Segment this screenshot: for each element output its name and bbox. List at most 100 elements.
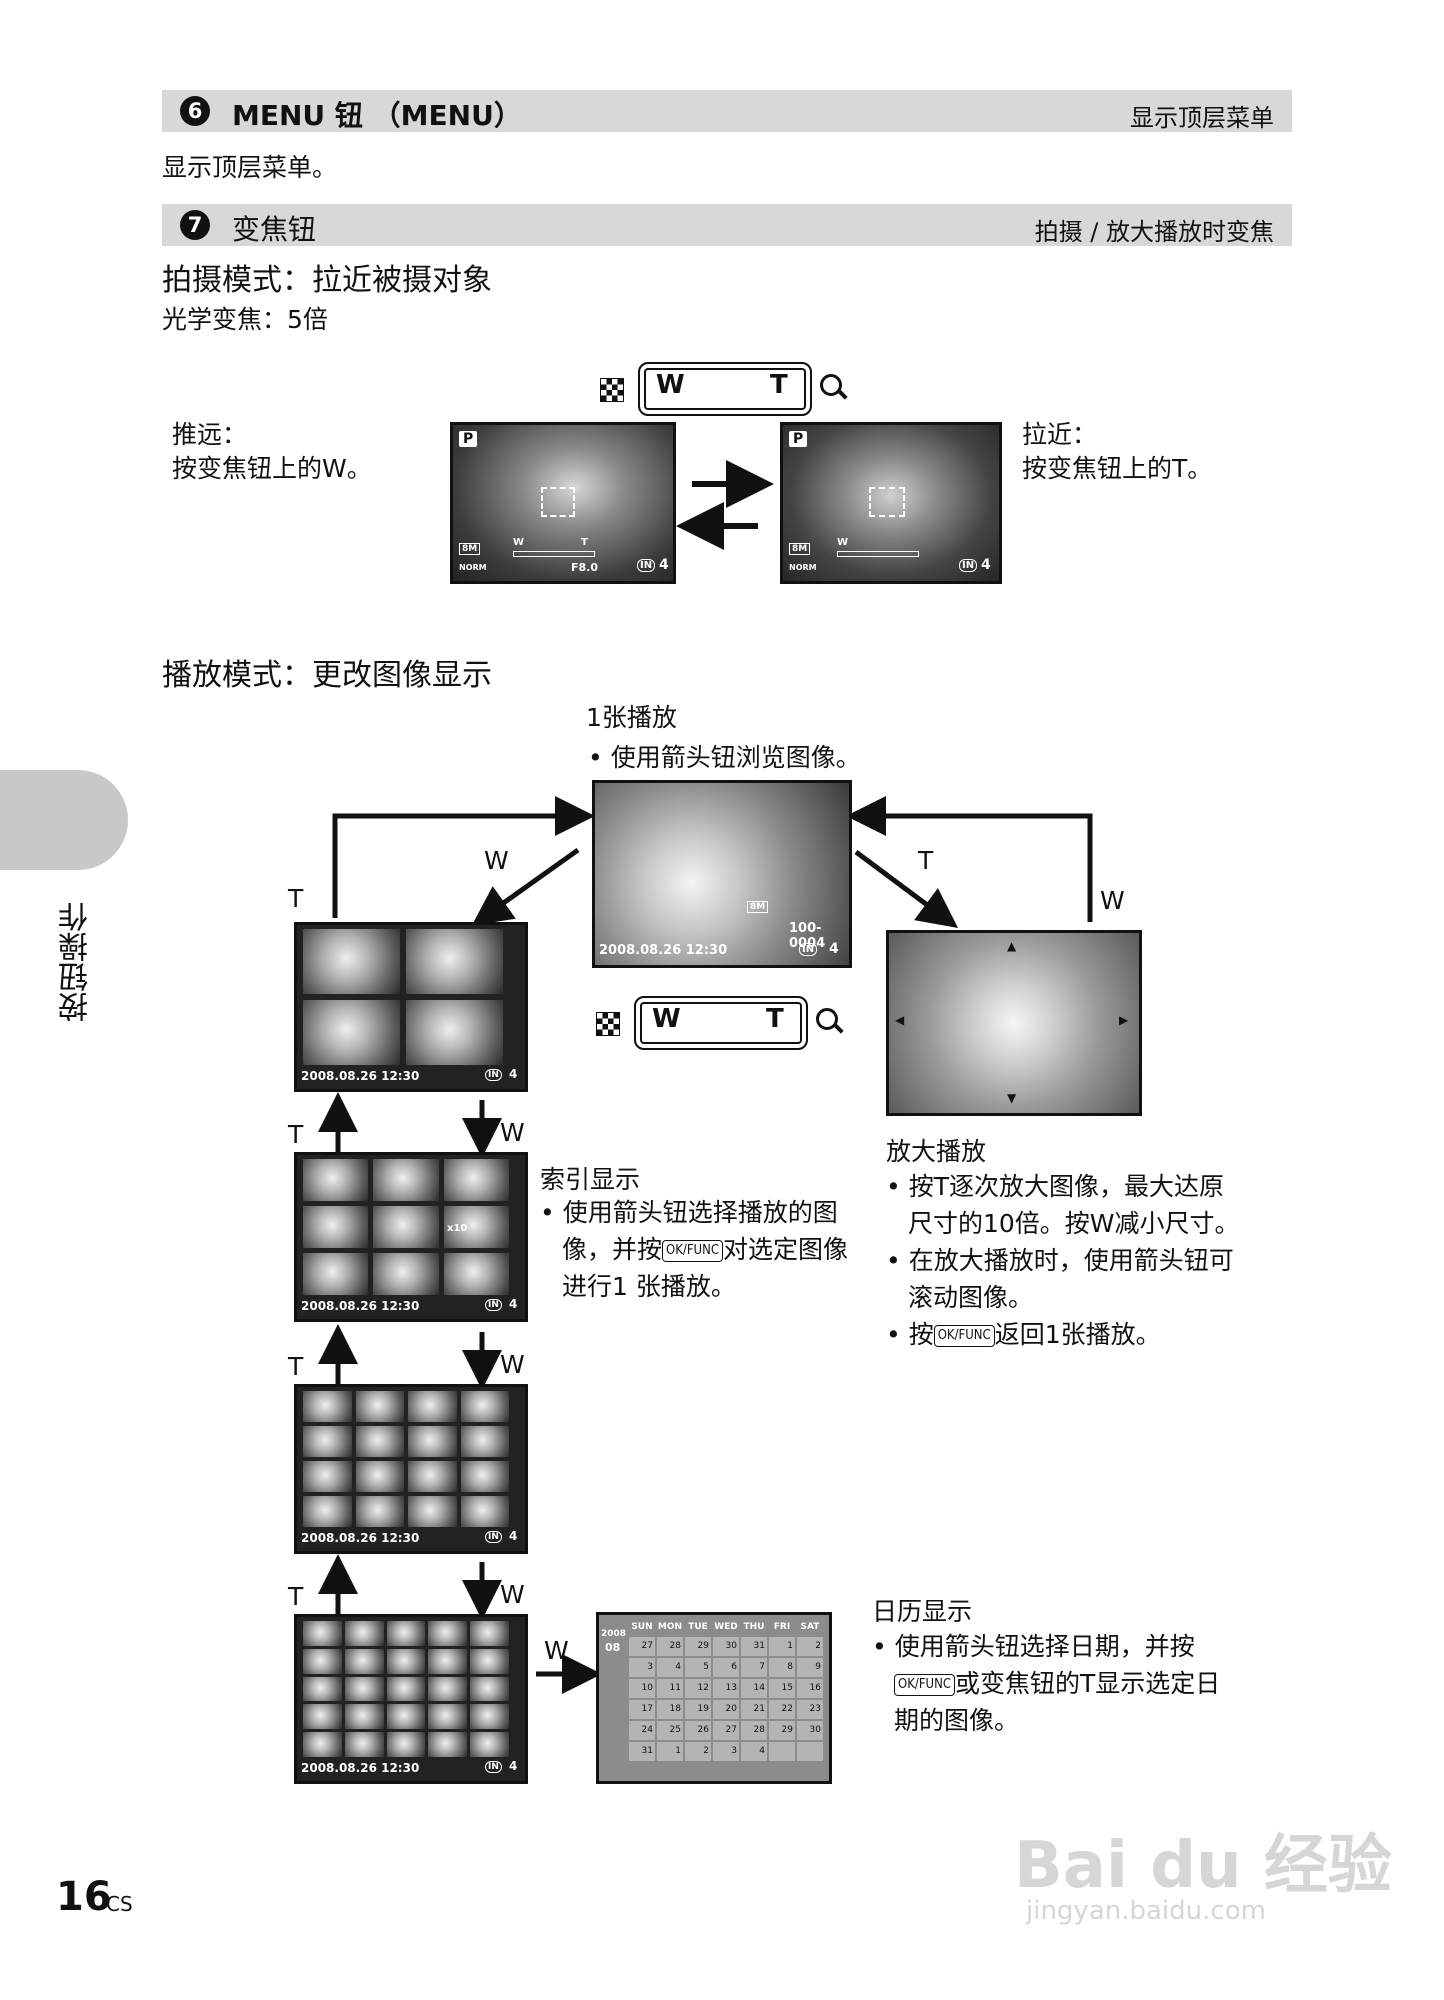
zoom-lever-diagram: W T [596,996,846,1050]
calendar-day-cell[interactable] [769,1742,795,1761]
calendar-day-cell[interactable]: 30 [713,1637,739,1656]
section-title: 变焦钮 [232,213,317,246]
zoom-w-label: W [656,370,685,400]
zoom-lever [638,362,812,416]
scroll-down-icon: ▼ [1007,1091,1017,1105]
zoom-in-label: 拉近： 按变焦钮上的T。 [1022,420,1213,483]
calendar-day-cell[interactable]: 28 [741,1721,767,1740]
calendar-day-cell[interactable]: 11 [657,1679,683,1698]
calendar-day-cell[interactable]: 4 [741,1742,767,1761]
calendar-day-cell[interactable]: 19 [685,1700,711,1719]
calendar-day-cell[interactable]: 2 [685,1742,711,1761]
calendar-day-cell[interactable]: 6 [713,1658,739,1677]
arrow-label-w: W [544,1636,569,1665]
calendar-day-cell[interactable]: 22 [769,1700,795,1719]
arrow-label-w: W [500,1350,525,1379]
section-summary: 显示顶层菜单 [1130,104,1274,132]
calendar-day-cell[interactable]: 14 [741,1679,767,1698]
calendar-day-cell[interactable]: 27 [713,1721,739,1740]
af-frame [541,487,575,517]
section-number: 7 [180,210,210,240]
section-7-bar: 7 变焦钮 拍摄 / 放大播放时变焦 [162,204,1292,246]
calendar-day-cell[interactable]: 23 [797,1700,823,1719]
wide-shot-screen: P W T 8M NORM F8.0 IN 4 [450,422,676,584]
calendar-day-cell[interactable]: 25 [657,1721,683,1740]
calendar-day-cell[interactable]: 16 [797,1679,823,1698]
calendar-day-cell[interactable]: 15 [769,1679,795,1698]
thumbnail [406,929,503,994]
calendar-day-header: TUE [688,1622,708,1632]
zoom-t-label: T [770,370,788,400]
af-frame [869,487,905,517]
index-9-screen: x10 2008.08.26 12:30 IN 4 [294,1152,528,1322]
calendar-day-cell[interactable]: 26 [685,1721,711,1740]
optical-zoom-text: 光学变焦：5倍 [162,305,328,334]
calendar-day-cell[interactable]: 3 [629,1658,655,1677]
calendar-day-cell[interactable]: 10 [629,1679,655,1698]
calendar-day-cell[interactable]: 31 [741,1637,767,1656]
index-4-screen: 2008.08.26 12:30 IN 4 [294,922,528,1092]
calendar-day-cell[interactable] [797,1742,823,1761]
calendar-day-cell[interactable]: 12 [685,1679,711,1698]
calendar-day-cell[interactable]: 27 [629,1637,655,1656]
zoom-bar [837,551,919,557]
arrow-label-t: T [288,1582,304,1611]
thumbnail [406,1000,503,1065]
magnifier-icon [820,374,842,396]
calendar-day-cell[interactable]: 20 [713,1700,739,1719]
arrow-label-t: T [288,1120,304,1149]
calendar-day-header: FRI [773,1622,791,1632]
calendar-day-cell[interactable]: 28 [657,1637,683,1656]
single-play-title: 1张播放 [586,703,677,732]
calendar-day-cell[interactable]: 29 [685,1637,711,1656]
calendar-day-cell[interactable]: 21 [741,1700,767,1719]
calendar-day-cell[interactable]: 1 [657,1742,683,1761]
calendar-day-cell[interactable]: 17 [629,1700,655,1719]
calendar-day-header: THU [743,1622,765,1632]
index-title: 索引显示 [540,1165,641,1194]
calendar-day-cell[interactable]: 2 [797,1637,823,1656]
arrow-label-t: T [288,1352,304,1381]
calendar-day-cell[interactable]: 29 [769,1721,795,1740]
arrow-label-w: W [500,1118,525,1147]
arrow-label-t: T [288,884,304,913]
okfunc-button-icon: OK/FUNC [933,1325,995,1347]
zoom-out-label: 推远： 按变焦钮上的W。 [172,420,372,483]
calendar-day-header: WED [714,1622,738,1632]
calendar-day-cell[interactable]: 8 [769,1658,795,1677]
section-6-desc: 显示顶层菜单。 [162,153,338,182]
calendar-day-cell[interactable]: 1 [769,1637,795,1656]
zoom-play-screen: ▲ ▼ ◀ ▶ [886,930,1142,1116]
calendar-day-cell[interactable]: 18 [657,1700,683,1719]
calendar-title: 日历显示 [872,1597,973,1626]
calendar-day-cell[interactable]: 3 [713,1742,739,1761]
single-play-screen: 8M 100-0004 2008.08.26 12:30 IN 4 [592,780,852,968]
calendar-day-cell[interactable]: 9 [797,1658,823,1677]
page-lang: CS [106,1892,133,1916]
chapter-tab [0,770,128,870]
shooting-mode-heading: 拍摄模式：拉近被摄对象 [162,263,492,298]
calendar-day-cell[interactable]: 30 [797,1721,823,1740]
watermark-url: jingyan.baidu.com [1026,1896,1266,1926]
calendar-day-cell[interactable]: 7 [741,1658,767,1677]
calendar-day-cell[interactable]: 5 [685,1658,711,1677]
section-number: 6 [180,96,210,126]
arrow-label-w: W [1100,886,1125,915]
scroll-right-icon: ▶ [1119,1013,1129,1027]
scroll-up-icon: ▲ [1007,939,1017,953]
okfunc-button-icon: OK/FUNC [894,1674,956,1696]
thumbnail [303,1000,400,1065]
calendar-day-cell[interactable]: 4 [657,1658,683,1677]
okfunc-button-icon: OK/FUNC [662,1240,724,1262]
page-number: 16 [56,1874,112,1920]
chapter-label: 按钮操作 [59,902,94,1022]
calendar-day-cell[interactable]: 13 [713,1679,739,1698]
zoom-play-title: 放大播放 [886,1137,987,1166]
calendar-day-cell[interactable]: 24 [629,1721,655,1740]
calendar-day-cell[interactable]: 31 [629,1742,655,1761]
tele-shot-screen: P W 8M NORM IN 4 [780,422,1002,584]
arrow-label-w: W [500,1580,525,1609]
